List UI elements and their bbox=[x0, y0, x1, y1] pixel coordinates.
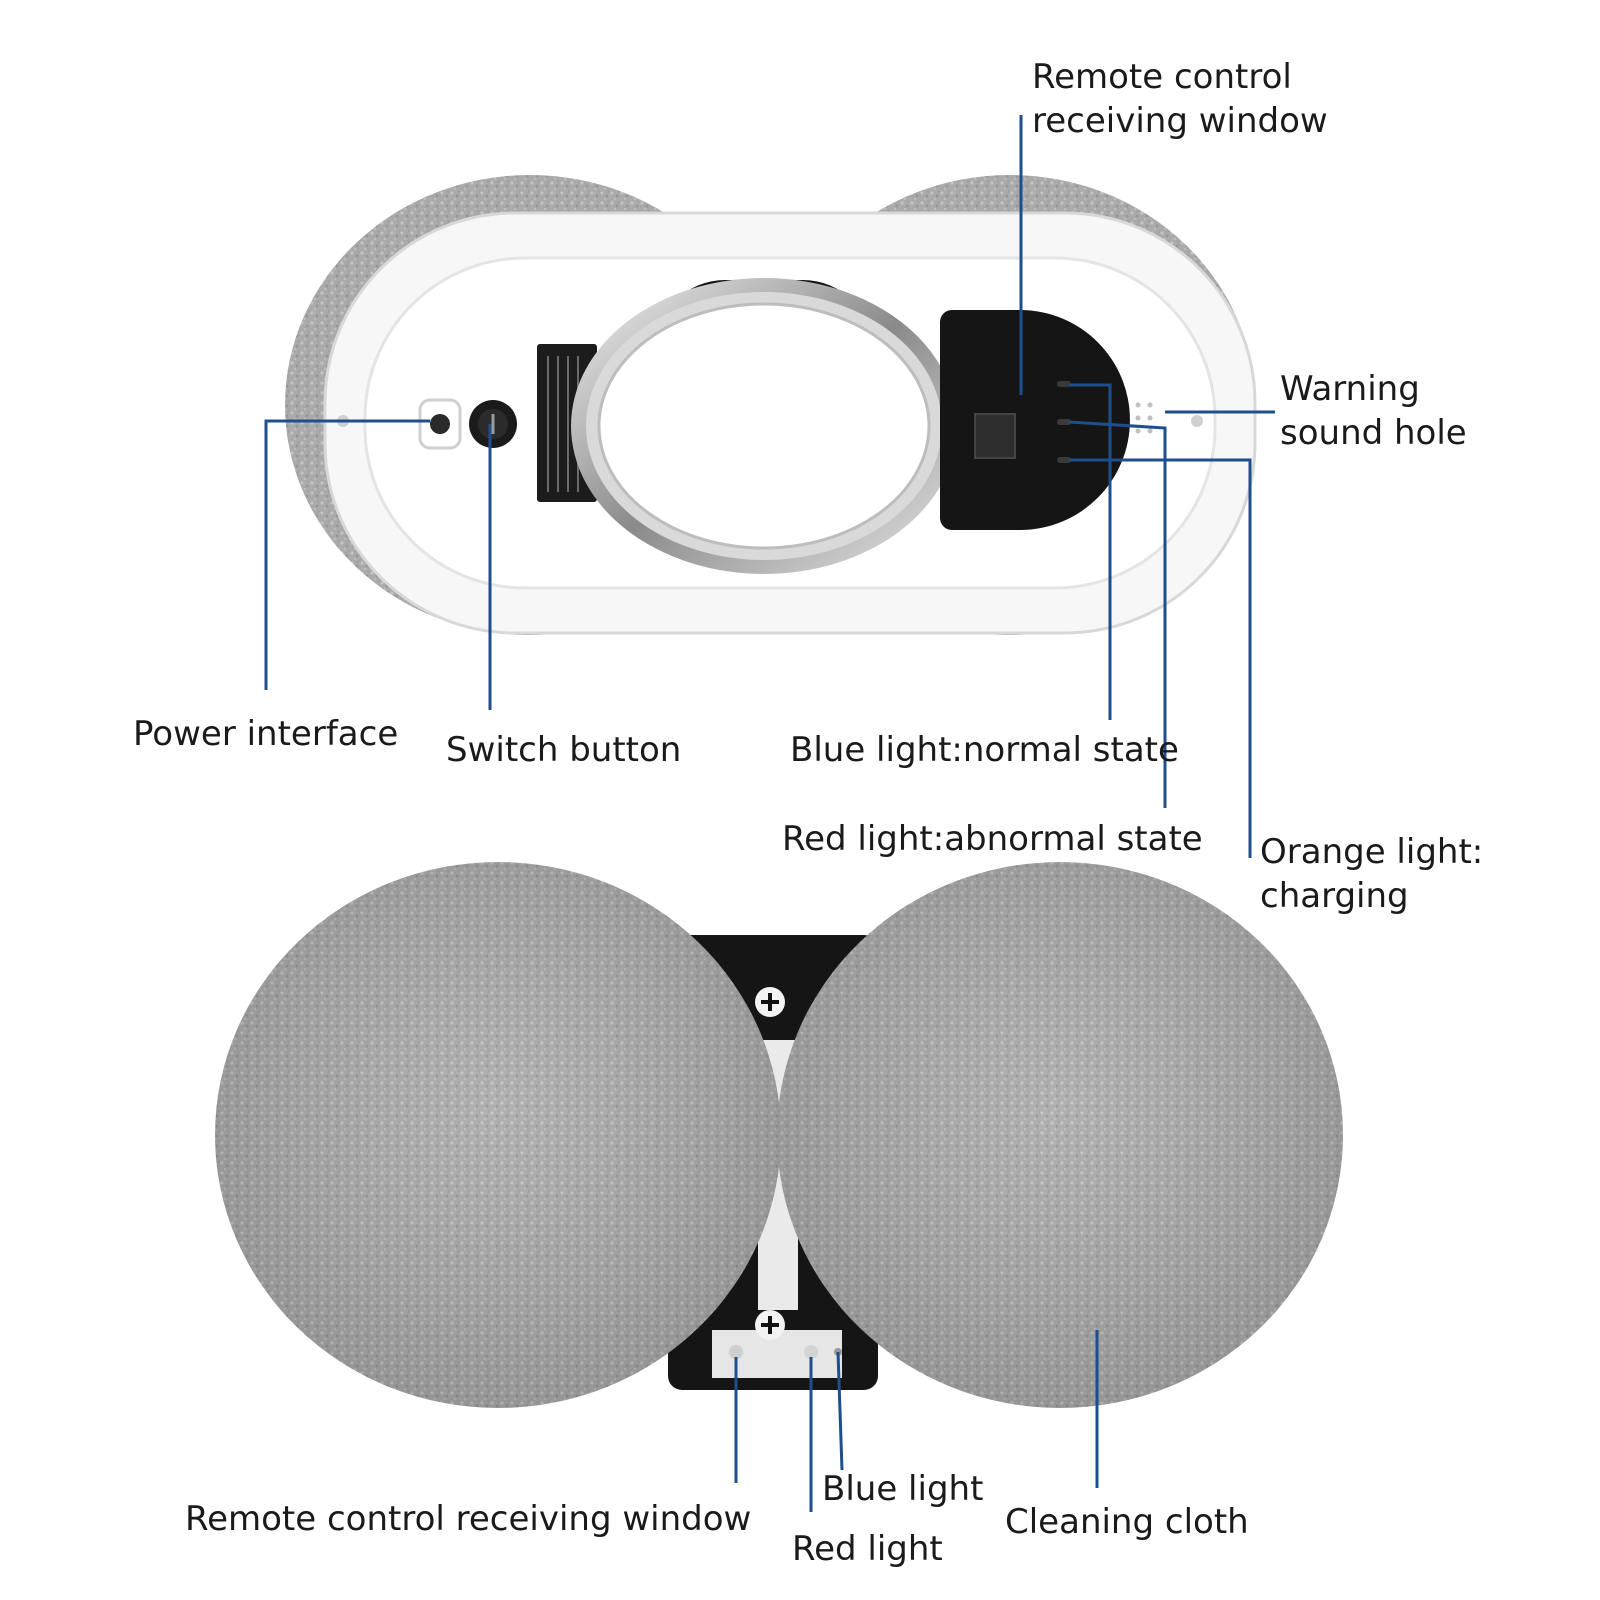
control-panel bbox=[940, 310, 1130, 530]
side-clip-right bbox=[1191, 415, 1203, 427]
led-icon bbox=[1057, 419, 1071, 425]
label-orange-light: Orange light: charging bbox=[1260, 832, 1484, 916]
handle-window bbox=[597, 302, 931, 550]
remote-receiver-window bbox=[974, 413, 1016, 459]
led-icon bbox=[1057, 457, 1071, 463]
label-red-light: Red light bbox=[792, 1529, 943, 1569]
leader-red-abnormal bbox=[1068, 420, 1167, 808]
remote-sensor-icon bbox=[729, 1345, 743, 1359]
power-port-icon bbox=[430, 414, 450, 434]
leader-blue-normal bbox=[1069, 383, 1112, 720]
label-remote-window-bottom: Remote control receiving window bbox=[185, 1499, 752, 1539]
leader-blue-light bbox=[836, 1351, 844, 1471]
label-warning-sound-hole: Warning sound hole bbox=[1280, 369, 1467, 453]
label-blue-light: Blue light bbox=[822, 1469, 984, 1509]
label-red-light-abnormal: Red light:abnormal state bbox=[782, 819, 1203, 859]
leader-orange bbox=[1069, 458, 1252, 858]
leader-power bbox=[264, 419, 430, 690]
warning-sound-holes bbox=[1135, 402, 1153, 434]
label-switch-button: Switch button bbox=[446, 730, 682, 770]
robot-bottom-view bbox=[215, 862, 1343, 1408]
red-light-icon bbox=[804, 1345, 818, 1359]
label-blue-light-normal: Blue light:normal state bbox=[790, 730, 1179, 770]
label-remote-window-top: Remote control receiving window bbox=[1032, 57, 1328, 141]
label-cleaning-cloth: Cleaning cloth bbox=[1005, 1502, 1249, 1542]
leader-lines bbox=[264, 115, 1275, 1512]
label-power-interface: Power interface bbox=[133, 714, 399, 754]
led-icon bbox=[1057, 381, 1071, 387]
